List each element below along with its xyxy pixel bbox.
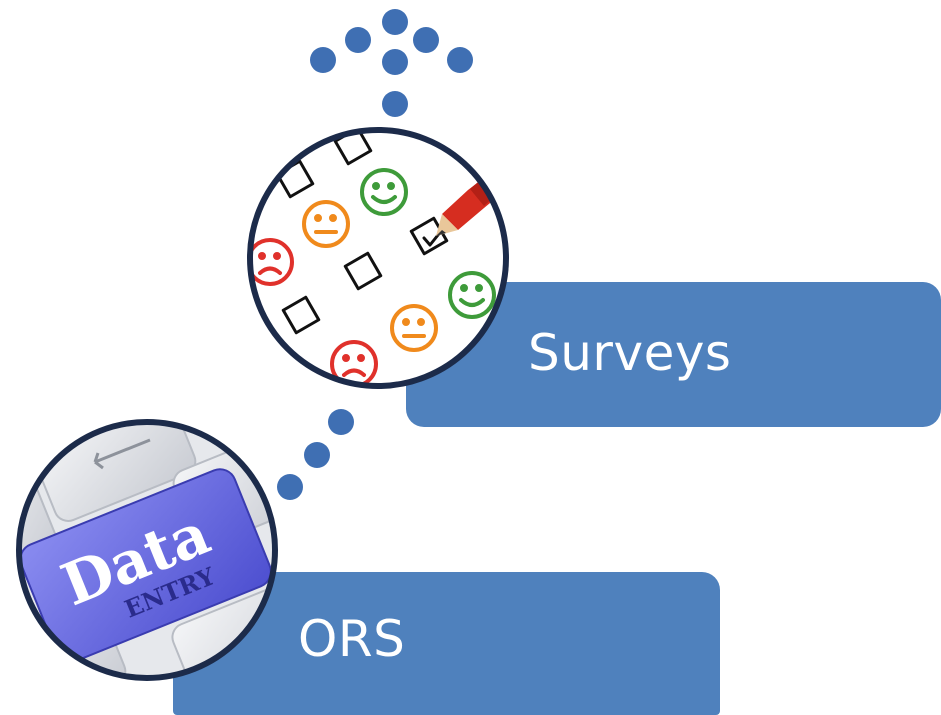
surveys-box: Surveys bbox=[406, 282, 941, 427]
ors-label: ORS bbox=[298, 610, 406, 668]
survey-checklist-image bbox=[247, 127, 509, 389]
surveys-label: Surveys bbox=[528, 324, 732, 382]
dotted-connector-icon bbox=[277, 409, 354, 500]
up-arrow-of-dots-icon bbox=[310, 9, 473, 117]
data-entry-key-image: Data ENTRY bbox=[16, 419, 278, 681]
